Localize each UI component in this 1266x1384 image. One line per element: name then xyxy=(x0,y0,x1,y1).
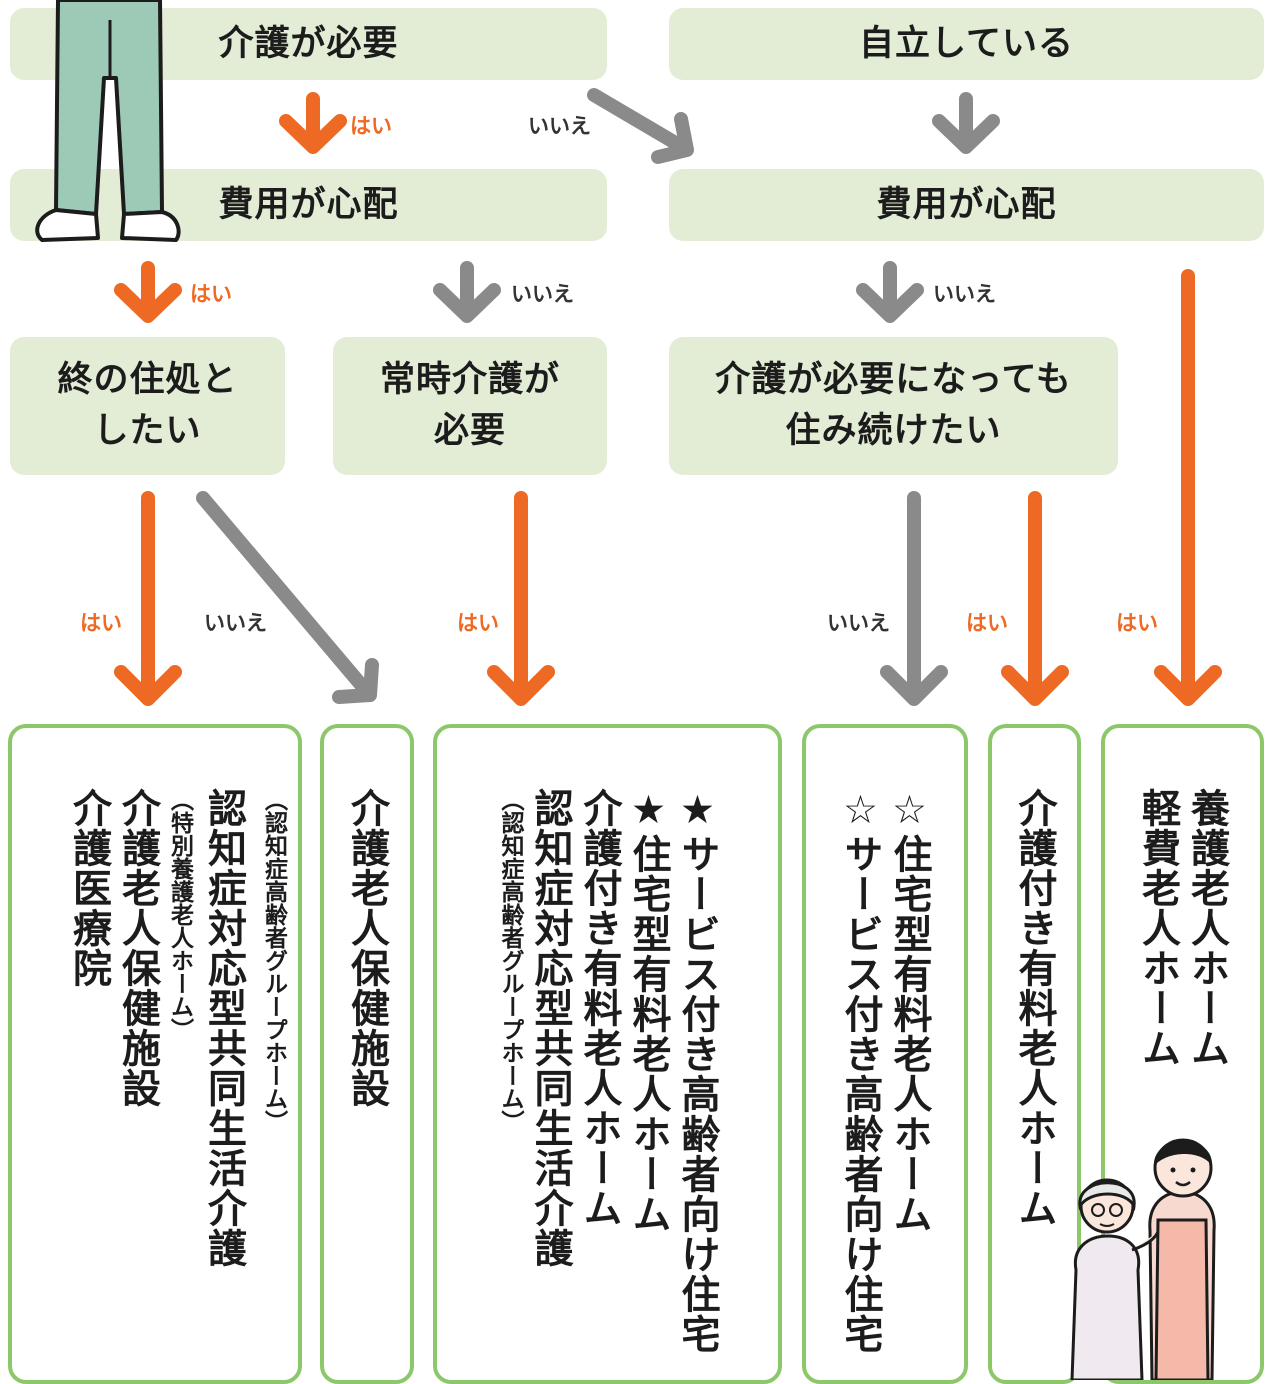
result-box-constant-care: （認知症高齢者グループホーム） 認知症対応型共同生活介護 介護付き有料老人ホーム… xyxy=(433,724,782,1384)
question-box-keep-living: 介護が必要になっても 住み続けたい xyxy=(669,337,1118,475)
result-box-medical: 介護医療院 介護老人保健施設 （特別養護老人ホーム） 認知症対応型共同生活介護 … xyxy=(8,724,302,1384)
result-item-health-facility: 介護老人保健施設 xyxy=(115,788,161,1108)
caregiver-illustration xyxy=(1070,1138,1216,1380)
result-box-independent-housing: ☆サービス付き高齢者向け住宅 ☆住宅型有料老人ホーム xyxy=(802,724,968,1384)
label-yes: はい xyxy=(190,282,232,306)
question-text-line1: 常時介護が xyxy=(379,360,560,401)
arrow-yes-q4-r6 xyxy=(1154,269,1222,706)
question-text-line2: したい xyxy=(93,411,202,451)
result-item-residential-paid-home: ★住宅型有料老人ホーム xyxy=(626,788,671,1234)
label-no: いいえ xyxy=(528,114,591,138)
question-box-independent: 自立している xyxy=(669,8,1264,80)
result-item-note-group-home: （認知症高齢者グループホーム） xyxy=(260,788,287,1133)
question-box-cost-left: 費用が心配 xyxy=(10,169,607,241)
result-item-note-special-nursing: （特別養護老人ホーム） xyxy=(166,788,193,1041)
arrow-yes-q7-r5 xyxy=(1001,491,1069,706)
arrow-yes-q6-r3 xyxy=(487,491,555,706)
arrow-yes-q3-q5 xyxy=(114,261,182,323)
arrow-q2-q4 xyxy=(932,92,1000,154)
arrow-no-q5-r2 xyxy=(196,491,379,704)
result-item-care-medical-clinic: 介護医療院 xyxy=(66,788,112,988)
question-box-constant-care: 常時介護が 必要 xyxy=(333,337,607,475)
question-box-final-home: 終の住処と したい xyxy=(10,337,285,475)
arrow-yes-q1-q3 xyxy=(279,92,347,154)
question-text: 介護が必要 xyxy=(218,23,399,64)
question-text: 費用が心配 xyxy=(218,184,399,225)
label-yes: はい xyxy=(80,611,122,635)
arrow-no-q4-q7 xyxy=(856,261,924,323)
label-no: いいえ xyxy=(827,611,890,635)
result-item-service-housing: ★サービス付き高齢者向け住宅 xyxy=(675,788,720,1354)
label-no: いいえ xyxy=(511,282,574,306)
label-yes: はい xyxy=(966,611,1008,635)
result-box-care-paid-home: 介護付き有料老人ホーム xyxy=(988,724,1081,1384)
person-legs-illustration xyxy=(35,0,181,242)
question-text: 自立している xyxy=(859,23,1074,64)
result-item-health-facility: 介護老人保健施設 xyxy=(344,788,390,1108)
result-item-care-paid-home: 介護付き有料老人ホーム xyxy=(1012,788,1057,1228)
result-item-care-paid-home: 介護付き有料老人ホーム xyxy=(577,788,622,1228)
result-item-residential-paid-home: ☆住宅型有料老人ホーム xyxy=(887,788,932,1234)
arrow-no-q1-q4 xyxy=(587,88,694,164)
question-text-line2: 住み続けたい xyxy=(785,411,1002,451)
label-yes: はい xyxy=(457,611,499,635)
result-item-note-group-home: （認知症高齢者グループホーム） xyxy=(497,788,523,1133)
result-item-low-cost-home: 軽費老人ホーム xyxy=(1135,788,1181,1068)
result-box-health-facility: 介護老人保健施設 xyxy=(320,724,414,1384)
arrow-no-q3-q6 xyxy=(433,261,501,323)
result-item-dementia-group-living: 認知症対応型共同生活介護 xyxy=(528,788,573,1268)
arrow-yes-q5-r1 xyxy=(114,491,182,706)
question-text-line2: 必要 xyxy=(433,411,506,451)
arrow-no-q7-r4 xyxy=(880,491,948,706)
question-text: 費用が心配 xyxy=(876,184,1057,225)
label-no: いいえ xyxy=(933,282,996,306)
question-text-line1: 介護が必要になっても xyxy=(715,360,1072,401)
question-box-cost-right: 費用が心配 xyxy=(669,169,1264,241)
label-no: いいえ xyxy=(204,611,267,635)
label-yes: はい xyxy=(1116,611,1158,635)
result-item-service-housing: ☆サービス付き高齢者向け住宅 xyxy=(838,788,883,1354)
result-item-dementia-group-living: 認知症対応型共同生活介護 xyxy=(201,788,247,1268)
result-item-nursing-home: 養護老人ホーム xyxy=(1184,788,1230,1068)
label-yes: はい xyxy=(350,114,392,138)
question-text-line1: 終の住処と xyxy=(57,360,238,401)
